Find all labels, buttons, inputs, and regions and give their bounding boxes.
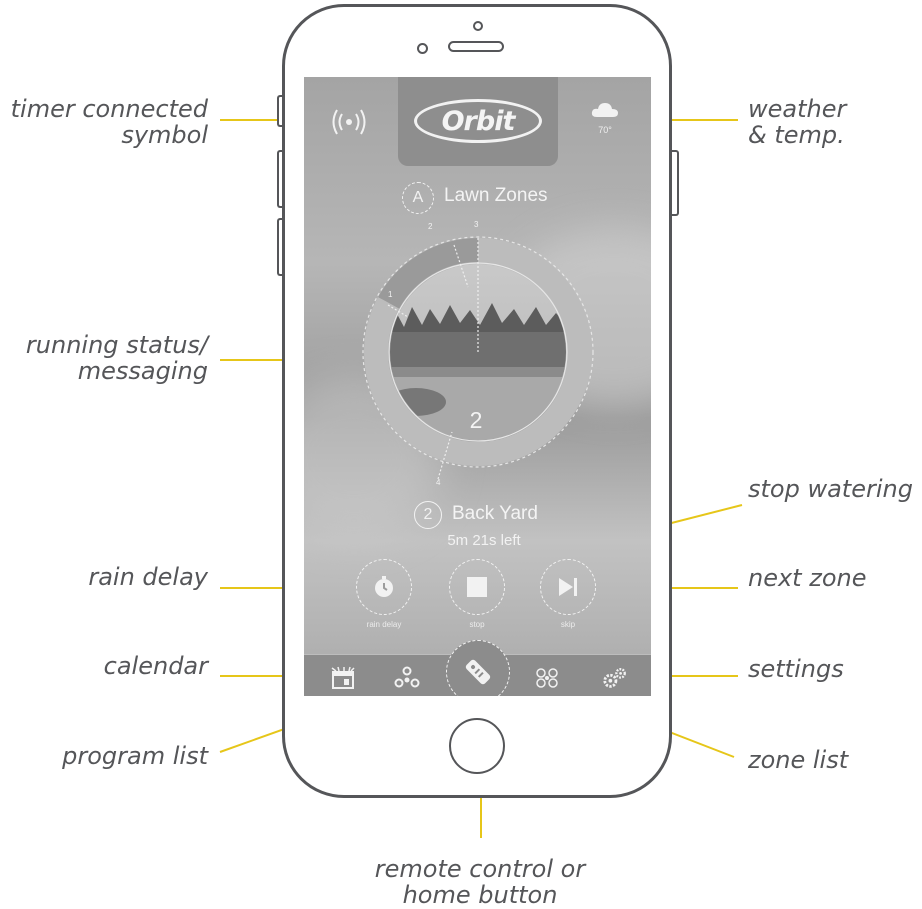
program-list-icon bbox=[394, 666, 420, 688]
stop-icon bbox=[467, 577, 487, 597]
rain-delay-button[interactable] bbox=[356, 559, 412, 615]
callout-timer-connected: timer connected symbol bbox=[11, 96, 208, 148]
callout-next-zone: next zone bbox=[748, 564, 867, 592]
volume-down-button bbox=[277, 218, 285, 276]
proximity-sensor bbox=[417, 43, 428, 54]
callout-line-2: symbol bbox=[121, 121, 208, 149]
program-list-tab[interactable] bbox=[394, 665, 420, 691]
timer-connected-icon[interactable] bbox=[328, 108, 370, 140]
callout-running-status: running status/ messaging bbox=[26, 332, 208, 384]
ring-tick-label: 4 bbox=[436, 478, 441, 487]
skip-next-icon bbox=[559, 578, 577, 596]
tick-line bbox=[453, 244, 469, 288]
tick-line bbox=[437, 431, 453, 480]
volume-up-button bbox=[277, 150, 285, 208]
power-button bbox=[671, 150, 679, 216]
ring-outer-dash bbox=[362, 236, 594, 468]
settings-tab[interactable] bbox=[602, 665, 628, 691]
callout-line-1: timer connected bbox=[10, 95, 208, 123]
ring-progress-arc bbox=[378, 238, 479, 309]
callout-stop-watering: stop watering bbox=[748, 475, 913, 503]
app-screen: Orbit 70° A Lawn Zones bbox=[304, 77, 651, 696]
callout-line-1: remote control or bbox=[374, 855, 586, 883]
calendar-icon bbox=[331, 666, 355, 689]
program-name: Lawn Zones bbox=[444, 185, 548, 206]
ring-tick-label: 2 bbox=[428, 222, 433, 231]
earpiece-speaker bbox=[448, 41, 504, 52]
remote-control-button[interactable] bbox=[446, 640, 510, 696]
mute-switch bbox=[277, 95, 285, 127]
remote-control-icon bbox=[465, 659, 491, 685]
stop-label: stop bbox=[469, 620, 485, 629]
skip-label: skip bbox=[560, 620, 576, 629]
home-button[interactable] bbox=[449, 718, 505, 774]
temperature-text: 70° bbox=[598, 125, 612, 135]
zone-list-tab[interactable] bbox=[534, 665, 560, 691]
ring-tick-label: 3 bbox=[474, 220, 479, 229]
callout-program-list: program list bbox=[62, 742, 208, 770]
logo-text: Orbit bbox=[441, 105, 516, 137]
callout-weather-temp: weather & temp. bbox=[748, 96, 846, 148]
stop-button[interactable] bbox=[449, 559, 505, 615]
callout-zone-list: zone list bbox=[748, 746, 849, 774]
program-badge[interactable]: A bbox=[402, 182, 434, 214]
callout-line-2: & temp. bbox=[748, 121, 845, 149]
skip-button[interactable] bbox=[540, 559, 596, 615]
callout-remote-control: remote control or home button bbox=[330, 856, 630, 908]
callout-rain-delay: rain delay bbox=[88, 563, 208, 591]
callout-line-1: weather bbox=[748, 95, 847, 123]
callout-line-2: messaging bbox=[77, 357, 208, 385]
orbit-logo: Orbit bbox=[414, 99, 542, 143]
rain-delay-label: rain delay bbox=[366, 620, 402, 629]
callout-line-1: running status/ bbox=[25, 331, 208, 359]
calendar-tab[interactable] bbox=[330, 665, 356, 691]
running-status-ring: 1 2 3 4 bbox=[362, 220, 594, 487]
zone-name: Back Yard bbox=[452, 503, 538, 524]
callout-calendar: calendar bbox=[103, 652, 208, 680]
front-camera bbox=[473, 21, 483, 31]
zone-list-icon bbox=[536, 668, 558, 688]
rain-delay-icon bbox=[375, 576, 393, 597]
weather-cloud-icon[interactable] bbox=[591, 101, 619, 123]
current-zone-number: 2 bbox=[469, 407, 483, 433]
callout-settings: settings bbox=[748, 655, 844, 683]
ring-tick-label: 1 bbox=[388, 290, 393, 299]
time-left: 5m 21s left bbox=[447, 532, 521, 549]
zone-badge: 2 bbox=[414, 501, 442, 529]
gear-icon bbox=[603, 668, 626, 688]
callout-line-2: home button bbox=[402, 881, 558, 909]
